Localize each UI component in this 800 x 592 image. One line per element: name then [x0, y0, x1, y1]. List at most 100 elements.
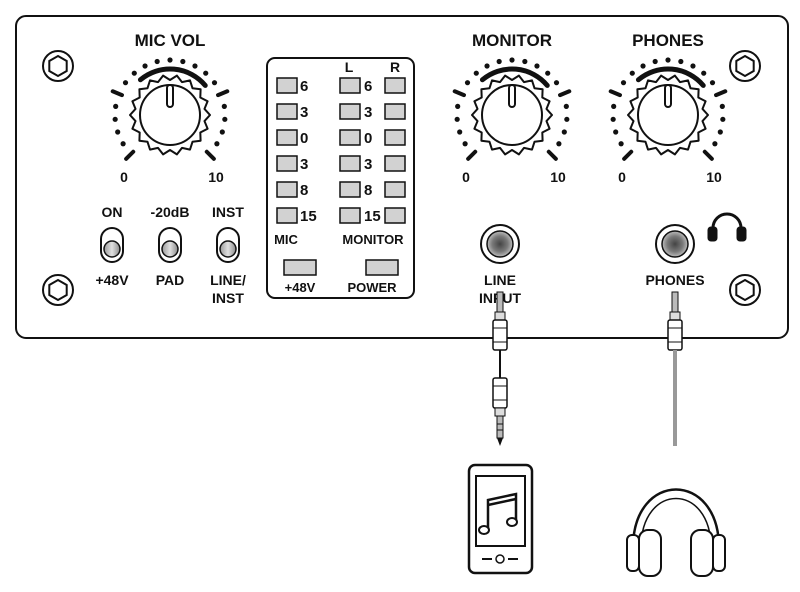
mic-vol-label: MIC VOL [135, 31, 206, 50]
knob-range-arc [479, 66, 550, 88]
mic-meter-level-label: 0 [300, 130, 308, 147]
knob-scale-dot [203, 70, 209, 76]
knob-pointer [664, 84, 672, 108]
monitor-meter-level-label: 6 [364, 78, 372, 95]
knob-scale-tick [204, 149, 216, 161]
mic-meter-led [276, 155, 298, 172]
mic-meter-led [276, 77, 298, 94]
knob-scale-dot [709, 80, 716, 86]
knob-scale-tick [702, 149, 714, 161]
pad-switch[interactable] [158, 227, 182, 263]
screw-bottom-left-icon [42, 274, 74, 306]
phantom-power-switch[interactable] [100, 227, 124, 263]
knob-scale-dot [154, 58, 160, 65]
power-indicator-led [365, 259, 399, 276]
knob-scale-tick [110, 89, 124, 98]
monitor-label: MONITOR [472, 31, 552, 50]
knob-scale-dot [629, 70, 635, 76]
mic-vol-knob[interactable] [110, 57, 230, 161]
knob-scale-dot [496, 58, 502, 65]
mic-meter-led [276, 103, 298, 120]
line-inst-switch[interactable] [216, 227, 240, 263]
knob-scale-dot [719, 103, 725, 109]
pad-switch-top-label: -20dB [151, 204, 190, 220]
knob-scale-dot [652, 58, 658, 65]
knob-scale-tick [622, 149, 634, 161]
knob-pointer [166, 84, 174, 108]
knob-scale-dot [484, 63, 490, 69]
meter-col-l-label: L [345, 59, 354, 75]
knob-scale-tick [558, 89, 572, 98]
knob-scale-dot [214, 141, 220, 147]
knob-scale-dot [545, 70, 551, 76]
mic-meter-level-label: 3 [300, 156, 308, 173]
monitor-max-label: 10 [550, 169, 566, 185]
knob-scale-dot [701, 70, 707, 76]
monitor-meter-led-l [339, 77, 361, 94]
knob-scale-dot [611, 103, 617, 109]
knob-scale-dot [115, 129, 121, 135]
monitor-meter-led-l [339, 181, 361, 198]
line-input-cable [492, 291, 508, 446]
knob-scale-dot [222, 116, 228, 122]
knob-scale-dot [665, 57, 671, 63]
knob-scale-dot [457, 129, 463, 135]
knob-scale-dot [122, 80, 129, 86]
knob-scale-dot [192, 63, 198, 69]
monitor-meter-level-label: 15 [364, 208, 381, 225]
knob-scale-dot [455, 103, 461, 109]
knob-scale-dot [221, 103, 227, 109]
mic-meter-led [276, 207, 298, 224]
headphones-device-icon [626, 488, 726, 577]
monitor-knob[interactable] [452, 57, 572, 161]
knob-scale-dot [640, 63, 646, 69]
monitor-meter-led-r [384, 77, 406, 94]
knob-scale-dot [610, 116, 616, 122]
phones-knob-label: PHONES [632, 31, 704, 50]
knob-scale-dot [454, 116, 460, 122]
knob-scale-dot [219, 129, 225, 135]
monitor-meter-led-r [384, 181, 406, 198]
knob-scale-tick [216, 89, 230, 98]
knob-scale-tick [714, 89, 728, 98]
screw-bottom-right-icon [729, 274, 761, 306]
knob-scale-dot [113, 103, 119, 109]
meter-col-r-label: R [390, 59, 400, 75]
phones-jack[interactable] [655, 224, 695, 264]
phantom-switch-bottom-label: +48V [95, 272, 129, 288]
phones-min-label: 0 [618, 169, 626, 185]
monitor-meter-level-label: 0 [364, 130, 372, 147]
knob-range-arc [137, 66, 208, 88]
phones-knob[interactable] [608, 57, 728, 161]
monitor-meter-led-r [384, 155, 406, 172]
knob-scale-dot [618, 141, 624, 147]
knob-scale-dot [712, 141, 718, 147]
knob-scale-dot [717, 129, 723, 135]
line-input-jack[interactable] [480, 224, 520, 264]
knob-scale-dot [613, 129, 619, 135]
knob-scale-dot [564, 116, 570, 122]
knob-scale-dot [473, 70, 479, 76]
inst-switch-bottom-label-1: LINE/ [210, 272, 246, 288]
monitor-meter-level-label: 3 [364, 156, 372, 173]
phantom-switch-top-label: ON [102, 204, 123, 220]
meter-panel [266, 57, 415, 299]
phones-cable [667, 291, 683, 446]
screw-top-right-icon [729, 50, 761, 82]
knob-pointer [508, 84, 516, 108]
knob-scale-dot [690, 63, 696, 69]
phantom-indicator-label: +48V [285, 280, 316, 295]
knob-scale-dot [563, 103, 569, 109]
monitor-meter-led-l [339, 103, 361, 120]
line-input-label-1: LINE [484, 272, 516, 288]
monitor-meter-level-label: 3 [364, 104, 372, 121]
mic-meter-level-label: 6 [300, 78, 308, 95]
knob-scale-dot [720, 116, 726, 122]
screw-top-left-icon [42, 50, 74, 82]
knob-scale-dot [112, 116, 118, 122]
monitor-meter-led-r [384, 103, 406, 120]
knob-scale-dot [142, 63, 148, 69]
meter-mic-label: MIC [274, 232, 298, 247]
monitor-meter-led-l [339, 207, 361, 224]
